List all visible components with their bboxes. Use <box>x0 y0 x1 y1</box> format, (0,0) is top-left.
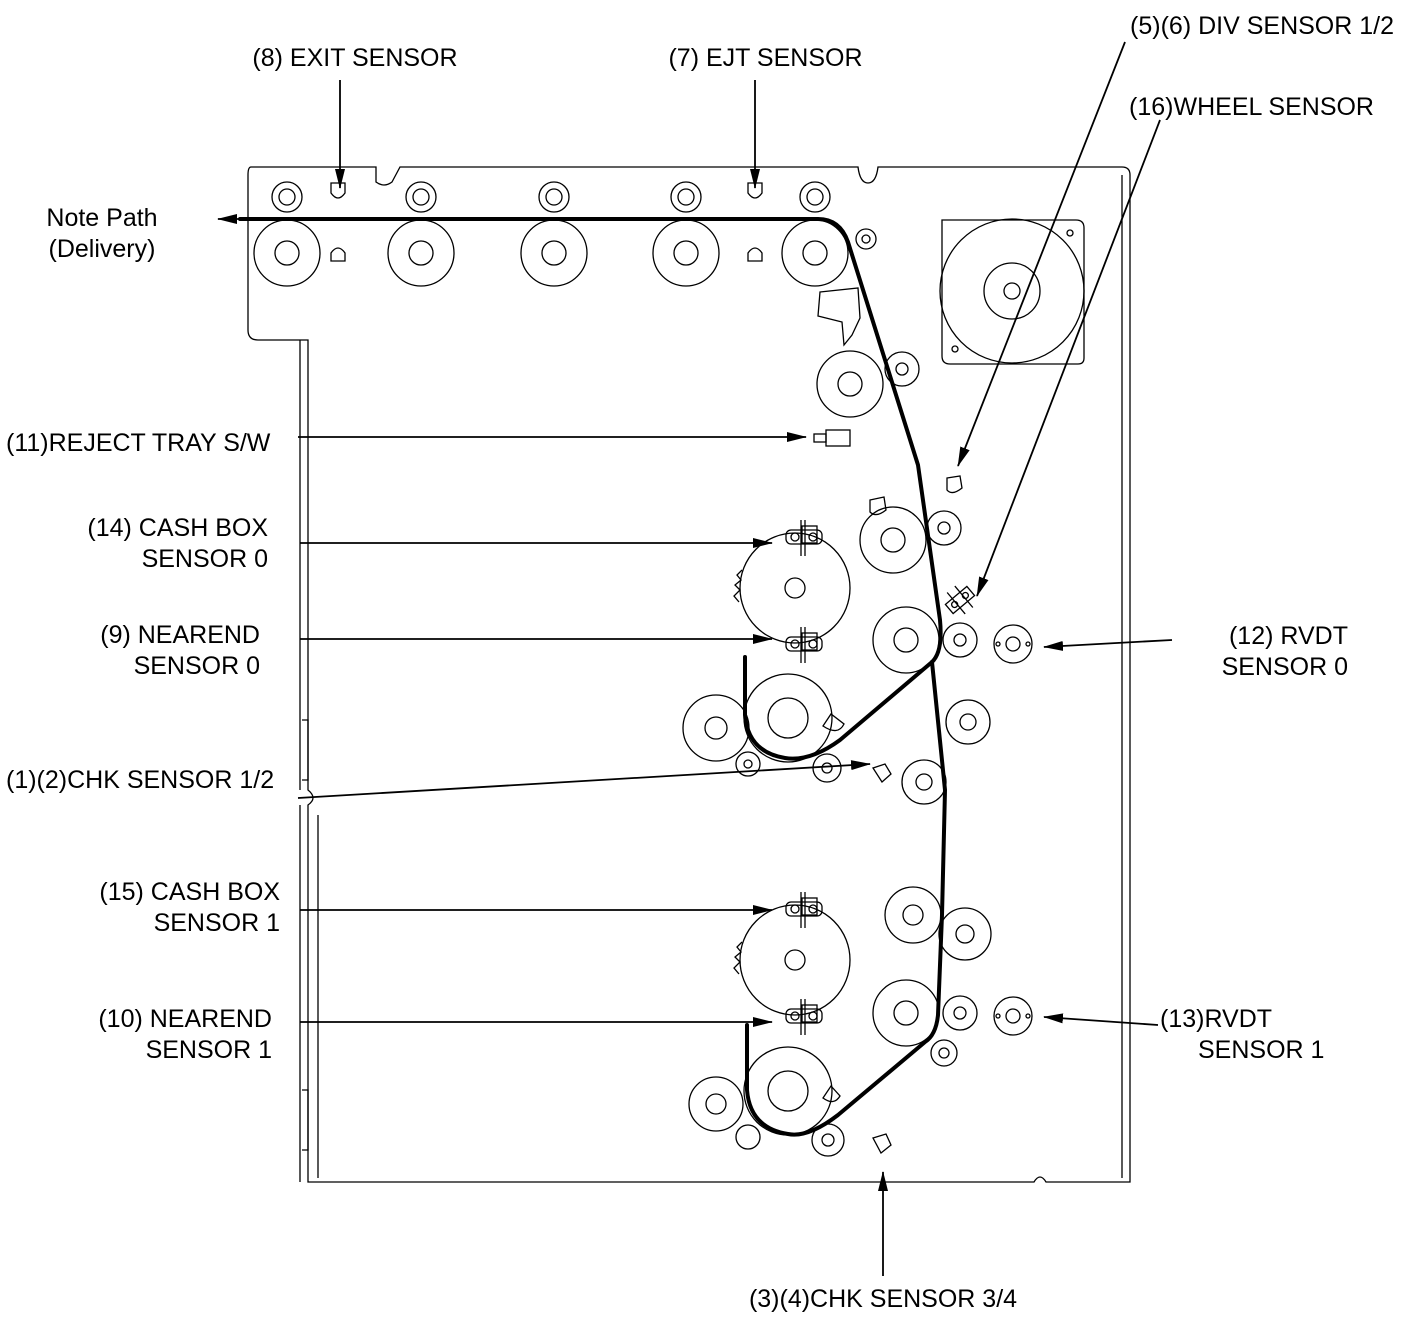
reject-tray-label: (11)REJECT TRAY S/W <box>6 429 271 457</box>
wheel-sensor-label: (16)WHEEL SENSOR <box>1129 93 1374 121</box>
rvdt-1-arrow <box>1043 1013 1159 1026</box>
cash-box-1-module <box>688 886 1033 1157</box>
chassis-outline <box>247 166 1131 1183</box>
note-path-label: Note Path(Delivery) <box>46 204 158 263</box>
reject-area-parts <box>813 287 963 494</box>
annotation-arrows <box>217 41 1173 1276</box>
div-sensor-label: (5)(6) DIV SENSOR 1/2 <box>1130 12 1394 40</box>
rvdt-0-arrow <box>1043 639 1173 651</box>
ejt-sensor-label: (7) EJT SENSOR <box>668 44 863 72</box>
exit-sensor-label: (8) EXIT SENSOR <box>252 44 458 72</box>
top-rollers <box>253 181 877 287</box>
chk-sensor-34-label: (3)(4)CHK SENSOR 3/4 <box>748 1285 1018 1313</box>
chk-sensor-12-arrow <box>297 760 871 799</box>
div-sensor-arrow <box>957 41 1126 467</box>
note-path <box>238 217 947 1137</box>
cash-box-0-module <box>682 496 1033 805</box>
wheel-sensor-arrow <box>976 119 1161 597</box>
motor-assembly <box>939 218 1085 365</box>
chk-sensor-12-label: (1)(2)CHK SENSOR 1/2 <box>6 766 275 794</box>
